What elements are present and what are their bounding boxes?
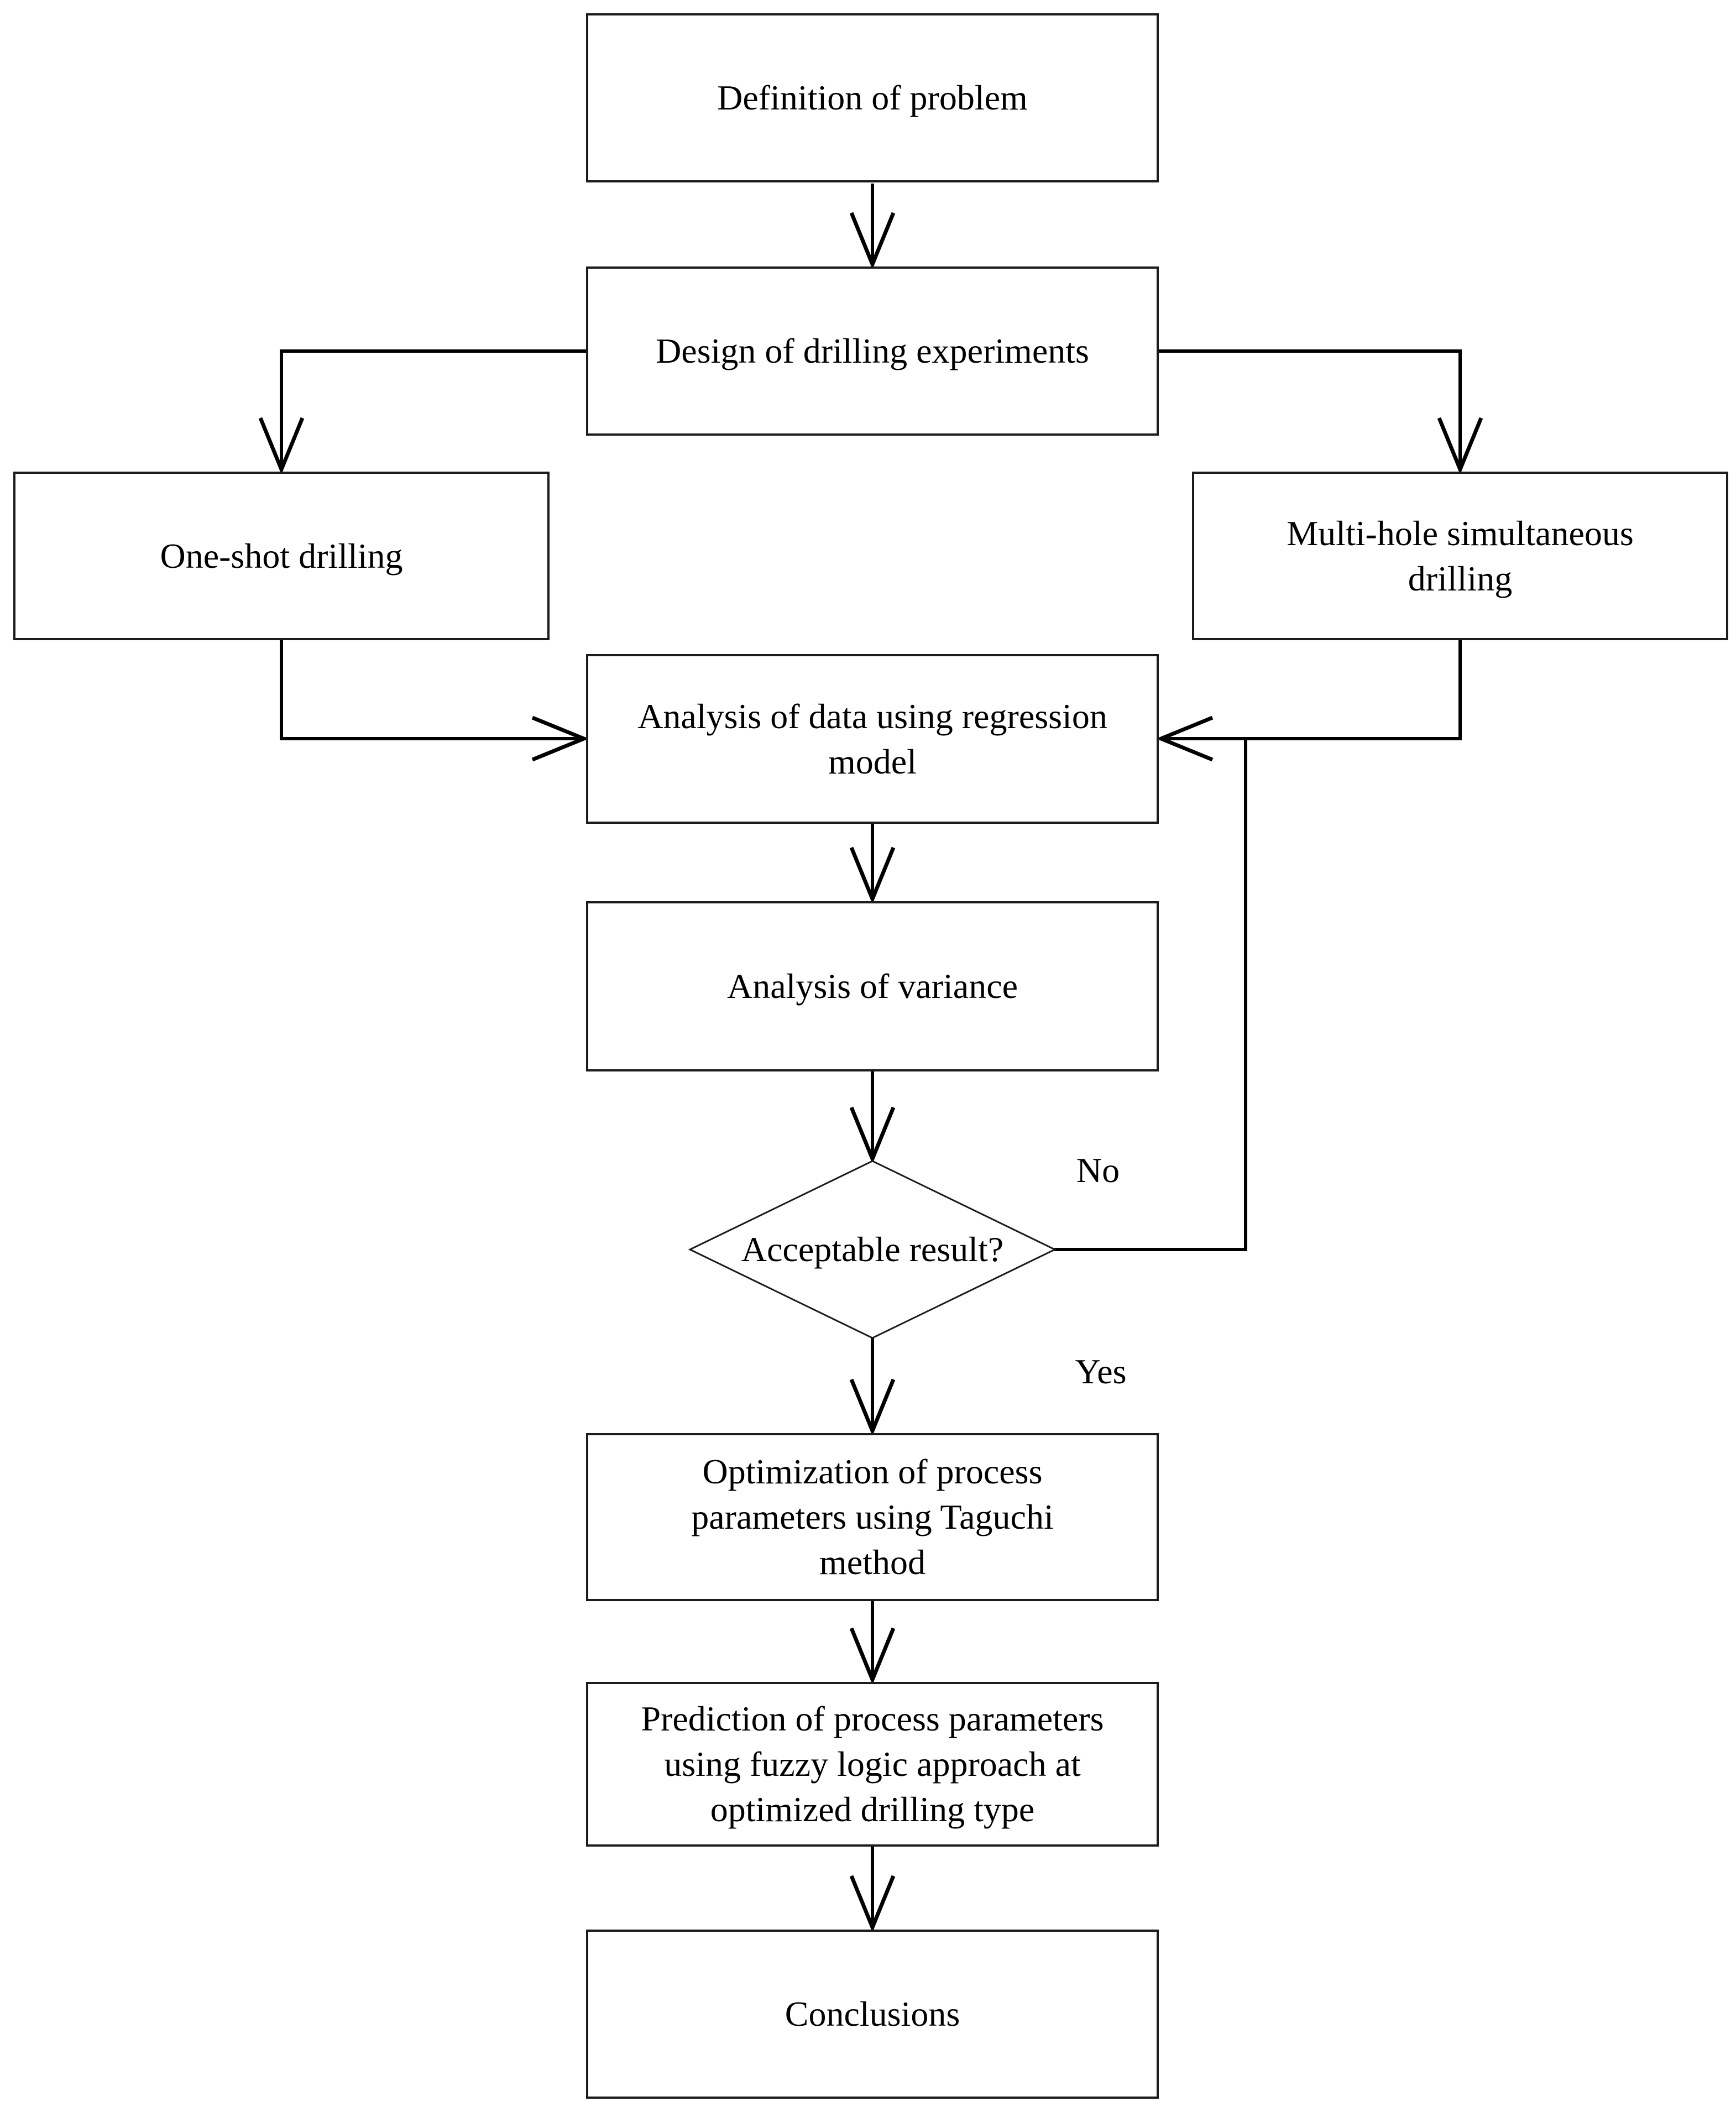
flow-node-design: Design of drilling experiments (586, 266, 1159, 436)
node-label-one-shot-drilling: One-shot drilling (160, 536, 403, 576)
arrowhead-into-optimization (849, 1378, 896, 1436)
flow-node-fuzzy-prediction: Prediction of process parameters using f… (586, 1682, 1159, 1847)
node-label-fuzzy-prediction: Prediction of process parameters using f… (641, 1699, 1104, 1829)
node-label-definition: Definition of problem (717, 78, 1028, 118)
arrowhead-into-prediction (849, 1627, 896, 1685)
node-label-design: Design of drilling experiments (656, 331, 1089, 371)
edge-design-to-one-shot (280, 349, 586, 468)
arrowhead-into-multi-hole (1437, 417, 1483, 475)
arrowhead-into-regression-left (531, 715, 589, 762)
arrowhead-into-regression-right (1155, 715, 1214, 762)
edge-one-shot-to-regression (280, 640, 583, 740)
node-label-regression-analysis: Analysis of data using regression model (637, 696, 1107, 781)
edge-label-yes: Yes (1075, 1352, 1127, 1391)
flow-node-taguchi-optimization: Optimization of process parameters using… (586, 1433, 1159, 1601)
node-label-analysis-of-variance: Analysis of variance (726, 966, 1018, 1006)
flow-node-definition: Definition of problem (586, 13, 1159, 182)
flow-node-one-shot-drilling: One-shot drilling (13, 472, 550, 640)
edge-no-feedback-to-regression (1054, 740, 1247, 1251)
edge-design-to-multi-hole (1159, 349, 1462, 468)
edge-label-no: No (1076, 1151, 1120, 1190)
decision-diamond (688, 1160, 1057, 1339)
flow-node-decision-acceptable-result: Acceptable result? (673, 1200, 1071, 1299)
node-label-decision: Acceptable result? (741, 1230, 1004, 1269)
arrowhead-into-conclusions (849, 1875, 896, 1933)
flow-node-multi-hole-drilling: Multi-hole simultaneous drilling (1192, 472, 1728, 640)
arrowhead-into-variance (849, 846, 896, 905)
edge-multi-hole-to-regression (1162, 640, 1462, 740)
node-label-conclusions: Conclusions (785, 1994, 960, 2034)
flow-node-conclusions: Conclusions (586, 1930, 1159, 2099)
flow-node-analysis-of-variance: Analysis of variance (586, 901, 1159, 1071)
arrowhead-into-decision (849, 1106, 896, 1164)
node-label-multi-hole-drilling: Multi-hole simultaneous drilling (1287, 513, 1634, 598)
arrowhead-into-one-shot (258, 417, 305, 475)
node-label-taguchi-optimization: Optimization of process parameters using… (691, 1452, 1054, 1582)
arrowhead-into-design (849, 212, 896, 270)
flow-node-regression-analysis: Analysis of data using regression model (586, 654, 1159, 824)
